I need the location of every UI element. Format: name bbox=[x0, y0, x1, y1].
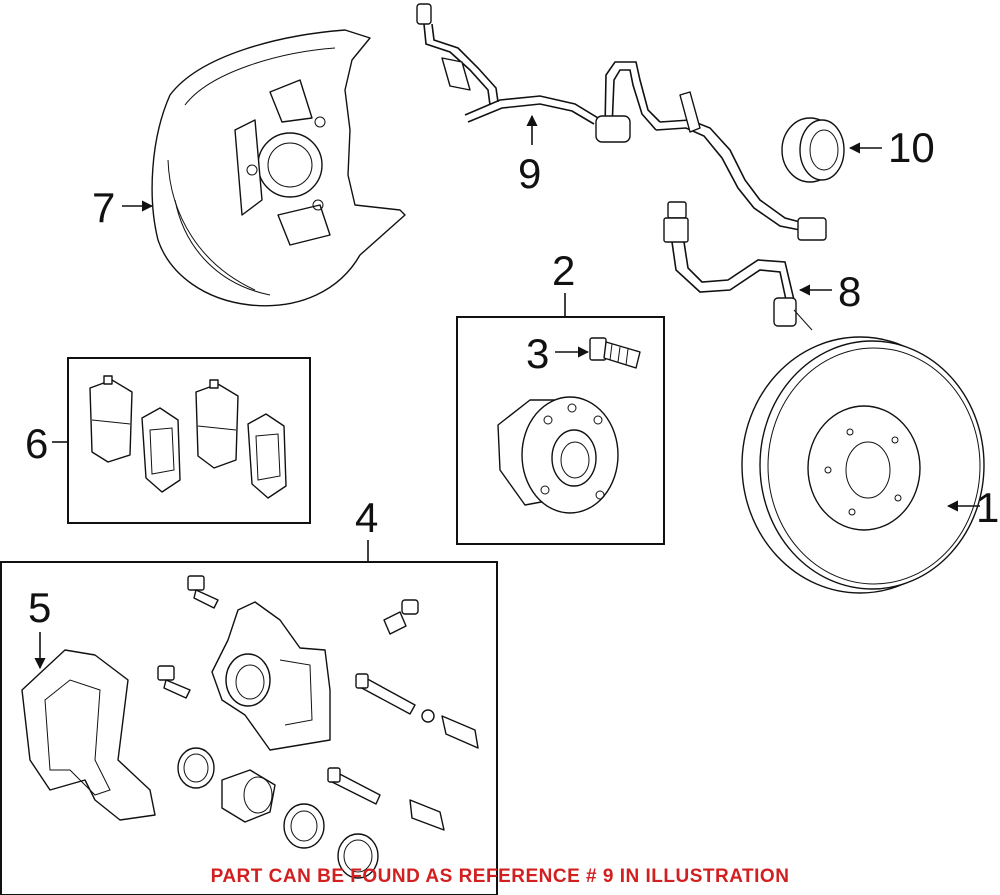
caliper-housing-part bbox=[211, 601, 331, 751]
caliper-pins-part bbox=[327, 673, 479, 831]
callout-7: 7 bbox=[92, 184, 115, 231]
callout-1: 1 bbox=[976, 484, 999, 531]
callout-3: 3 bbox=[526, 330, 549, 377]
hub-box bbox=[456, 316, 665, 545]
callout-5: 5 bbox=[28, 584, 51, 631]
sensor-ring-part bbox=[781, 117, 845, 183]
wheel-stud-part bbox=[589, 337, 641, 369]
callout-8: 8 bbox=[838, 268, 861, 315]
brake-hose-part bbox=[663, 201, 813, 331]
brake-pads-part bbox=[89, 375, 287, 499]
callout-4: 4 bbox=[355, 494, 378, 541]
caliper-bracket-part bbox=[21, 649, 156, 821]
hub-bearing-part bbox=[497, 396, 619, 514]
piston-seals-part bbox=[177, 747, 379, 879]
callout-2: 2 bbox=[552, 247, 575, 294]
callout-9: 9 bbox=[518, 150, 541, 197]
callout-10: 10 bbox=[888, 124, 935, 171]
caliper-bolts-part bbox=[157, 575, 419, 699]
brake-rotor-part bbox=[741, 336, 985, 594]
caliper-box bbox=[0, 561, 498, 895]
dust-shield-part bbox=[151, 29, 406, 307]
reference-note: PART CAN BE FOUND AS REFERENCE # 9 IN IL… bbox=[211, 866, 790, 887]
callout-6: 6 bbox=[25, 420, 48, 467]
pads-box bbox=[67, 357, 311, 524]
abs-sensor-wire-part bbox=[416, 3, 827, 241]
